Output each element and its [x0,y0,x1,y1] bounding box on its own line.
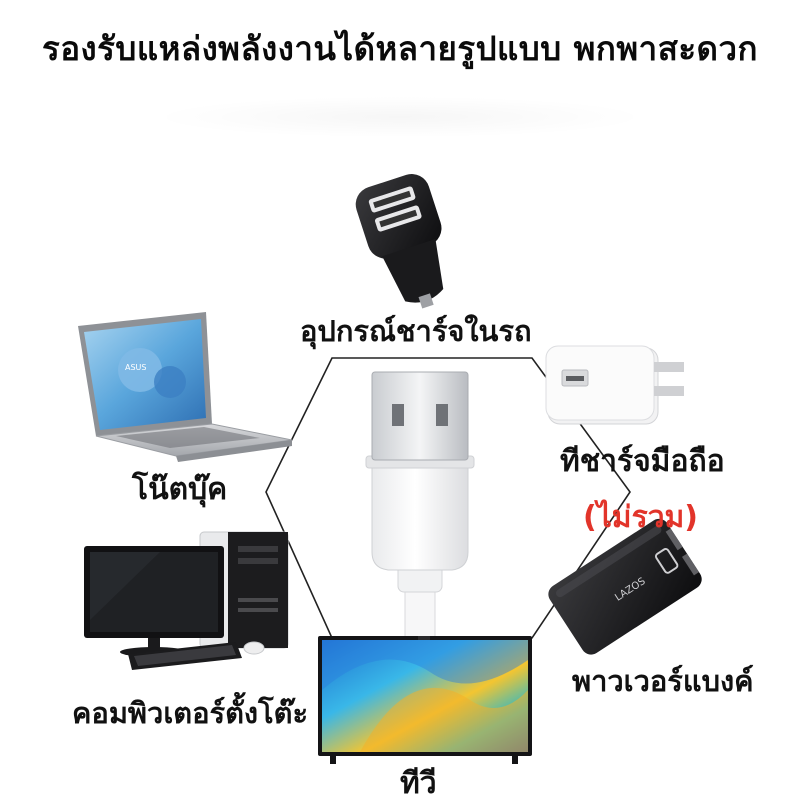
tv-icon [318,636,532,764]
not-included-label: (ไม่รวม) [583,500,699,535]
tv-label: ทีวี [400,766,437,801]
power-bank-label: พาวเวอร์แบงค์ [572,664,754,698]
desktop-label: คอมพิวเตอร์ตั้งโต๊ะ [72,696,309,730]
power-bank-icon: LAZOS [548,518,702,655]
usb-cable-icon [365,371,475,643]
car-charger-label: อุปกรณ์ชาร์จในรถ [300,314,532,348]
faded-subtitle-shadow [150,96,650,138]
phone-charger-label: ทีชาร์จมือถือ [560,444,725,479]
page-title: รองรับแหล่งพลังงานได้หลายรูปแบบ พกพาสะดว… [42,29,758,68]
laptop-icon: ASUS [78,312,293,462]
wall-charger-icon [545,345,684,425]
car-charger-icon [355,174,444,309]
laptop-label: โน๊ตบุ๊ค [132,472,228,507]
desktop-computer-icon [84,531,289,670]
svg-text:ASUS: ASUS [125,363,146,372]
